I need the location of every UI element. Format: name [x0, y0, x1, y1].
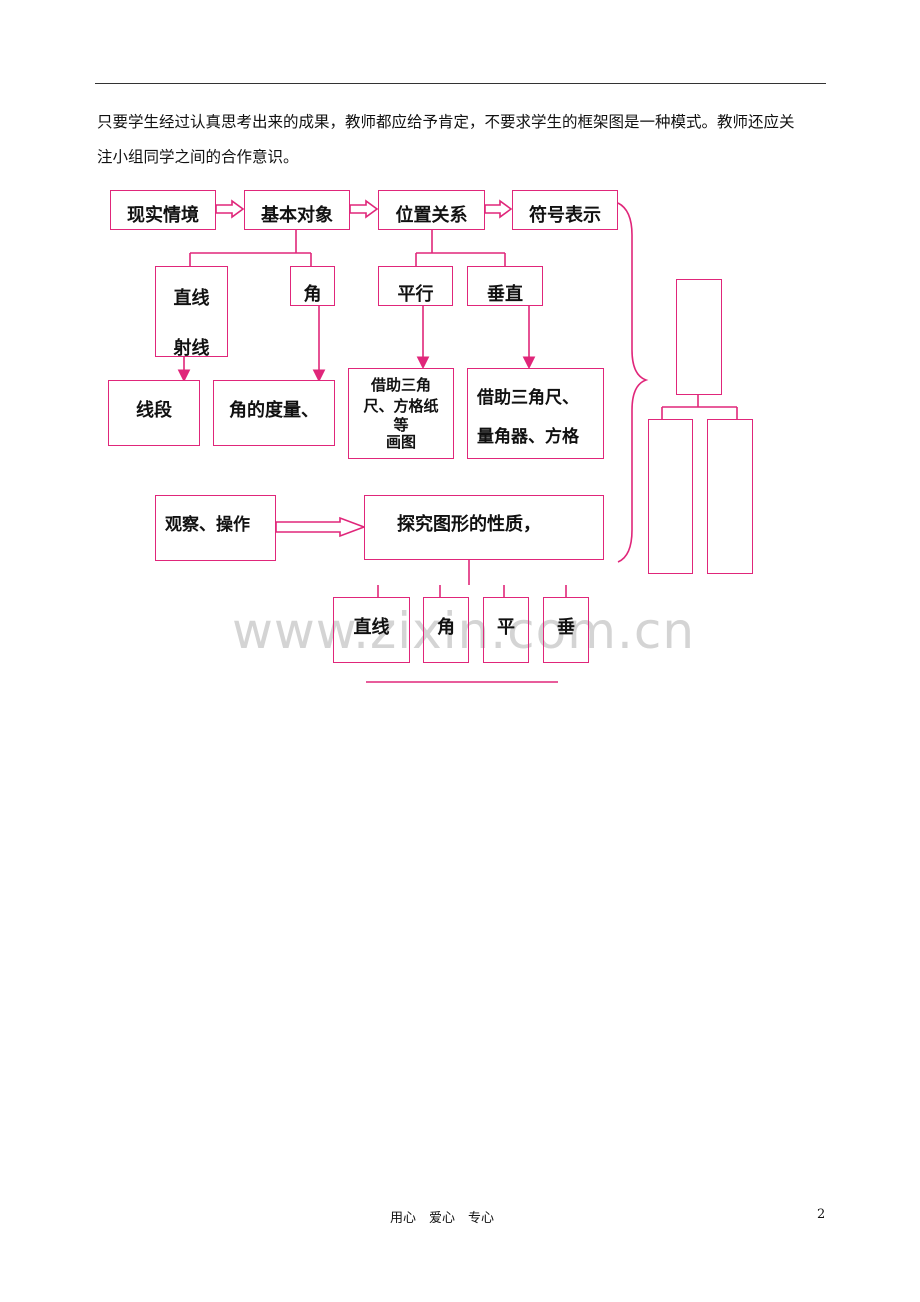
box-basic-object: 基本对象 — [244, 190, 350, 230]
label-line-2: 量角器、方格 — [477, 427, 579, 447]
box-label: 垂 — [557, 617, 575, 638]
box-symbol-representation: 符号表示 — [512, 190, 618, 230]
header-rule — [95, 83, 826, 84]
page-number: 2 — [817, 1207, 826, 1222]
label-line-1: 借助三角尺、 — [477, 388, 579, 408]
box-angle: 角 — [290, 266, 335, 306]
box-empty-left — [648, 419, 693, 574]
box-bottom-perpendicular: 垂 — [543, 597, 589, 663]
label-line-2: 尺、方格纸 — [363, 397, 439, 415]
box-segment: 线段 — [108, 380, 200, 446]
box-angle-measure: 角的度量、 — [213, 380, 335, 446]
box-label: 符号表示 — [529, 205, 601, 226]
right-brace — [617, 202, 649, 563]
box-label: 线段 — [136, 400, 172, 421]
hollow-arrow-1 — [215, 199, 245, 219]
box-bottom-angle: 角 — [423, 597, 469, 663]
label-line-3: 等 — [393, 416, 409, 434]
paragraph-line-1: 只要学生经过认真思考出来的成果，教师都应给予肯定，不要求学生的框架图是一种模式。… — [97, 113, 795, 131]
box-drawing-tools-1: 借助三角 尺、方格纸 等 画图 — [348, 368, 454, 459]
box-drawing-tools-2: 借助三角尺、 量角器、方格 — [467, 368, 604, 459]
box-label: 平行 — [397, 284, 434, 305]
box-perpendicular: 垂直 — [467, 266, 543, 306]
box-line-ray: 直线 射线 — [155, 266, 228, 357]
box-explore-properties: 探究图形的性质， — [364, 495, 604, 560]
box-bottom-parallel: 平 — [483, 597, 529, 663]
box-position-relation: 位置关系 — [378, 190, 485, 230]
hollow-arrow-3 — [484, 199, 513, 219]
label-ray: 射线 — [173, 338, 210, 357]
box-label: 角 — [437, 617, 455, 638]
box-label: 现实情境 — [127, 205, 199, 226]
box-label: 探究图形的性质， — [397, 514, 541, 535]
box-empty-top — [676, 279, 722, 395]
label-line: 直线 — [173, 288, 210, 309]
label-line-4: 画图 — [385, 433, 416, 451]
box-empty-right — [707, 419, 753, 574]
box-label: 直线 — [353, 617, 390, 638]
box-label: 角 — [303, 284, 322, 305]
box-real-situation: 现实情境 — [110, 190, 216, 230]
box-parallel: 平行 — [378, 266, 453, 306]
hollow-arrow-observe — [275, 516, 367, 538]
box-label: 观察、操作 — [165, 515, 250, 535]
footer-slogan: 用心 爱心 专心 — [390, 1211, 495, 1226]
box-label: 角的度量、 — [229, 400, 319, 421]
box-bottom-line: 直线 — [333, 597, 410, 663]
hollow-arrow-2 — [349, 199, 379, 219]
box-observe-operate: 观察、操作 — [155, 495, 276, 561]
paragraph-line-2: 注小组同学之间的合作意识。 — [97, 148, 299, 166]
box-label: 基本对象 — [261, 205, 333, 226]
label-line-1: 借助三角 — [370, 376, 431, 394]
box-label: 垂直 — [487, 284, 523, 305]
body-paragraph: 只要学生经过认真思考出来的成果，教师都应给予肯定，不要求学生的框架图是一种模式。… — [97, 105, 832, 175]
box-label: 位置关系 — [395, 205, 468, 226]
box-label: 平 — [497, 617, 515, 638]
